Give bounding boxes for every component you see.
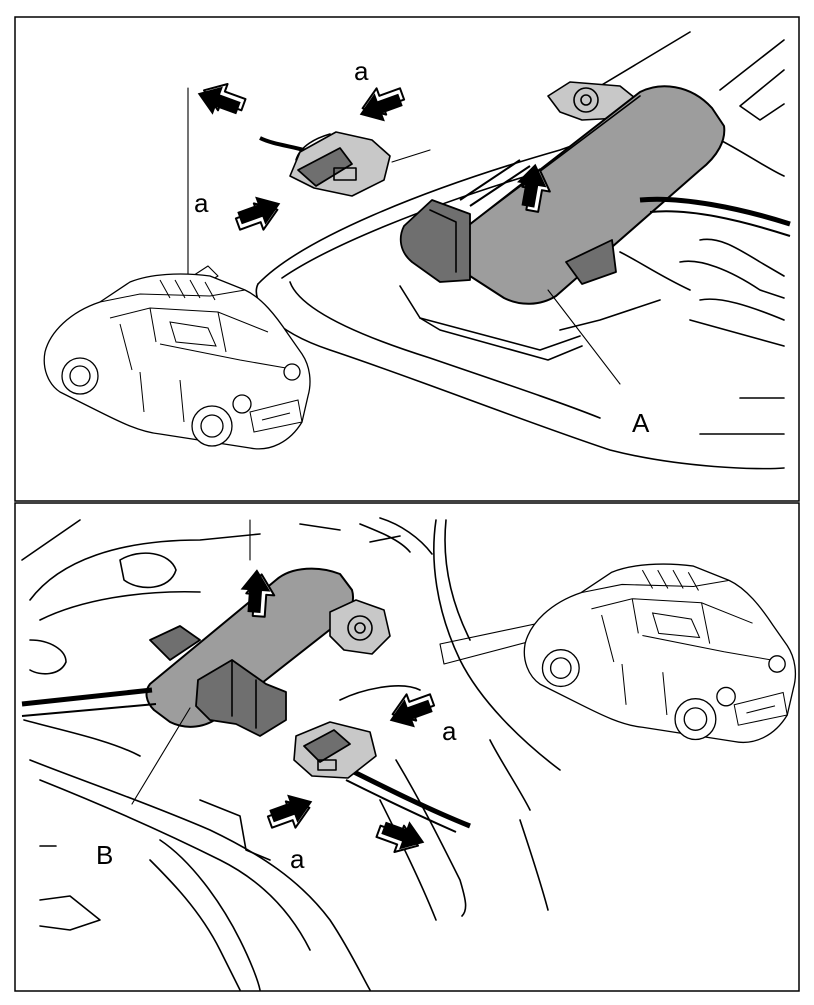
module-B [145,567,391,737]
press-tab-arrow-icon [353,79,410,129]
label-a-bottom: a [290,844,305,874]
press-tab-arrow-icon [262,787,319,837]
connector-bottom [293,721,377,779]
module-A [399,81,726,305]
panel-top-frame [14,16,800,502]
label-a-left: a [194,188,209,218]
cables-bottom [21,687,471,833]
headliner-lines-bottom [21,517,561,991]
cables-top [259,136,791,237]
connector-top [289,131,391,197]
panel-bottom: a a B [14,502,800,992]
press-tab-arrow-icon [230,189,287,239]
label-a-top: a [354,56,369,86]
pull-out-arrow-icon [192,74,250,124]
label-B: B [96,840,113,870]
car-illustration-icon [43,273,311,450]
pull-out-arrow-icon [372,812,430,862]
panel-bottom-frame [14,502,800,992]
label-A: A [632,408,650,438]
label-a-right: a [442,716,457,746]
panel-top: a a A [14,16,800,502]
car-illustration-icon [523,563,797,744]
press-tab-arrow-icon [383,685,440,735]
